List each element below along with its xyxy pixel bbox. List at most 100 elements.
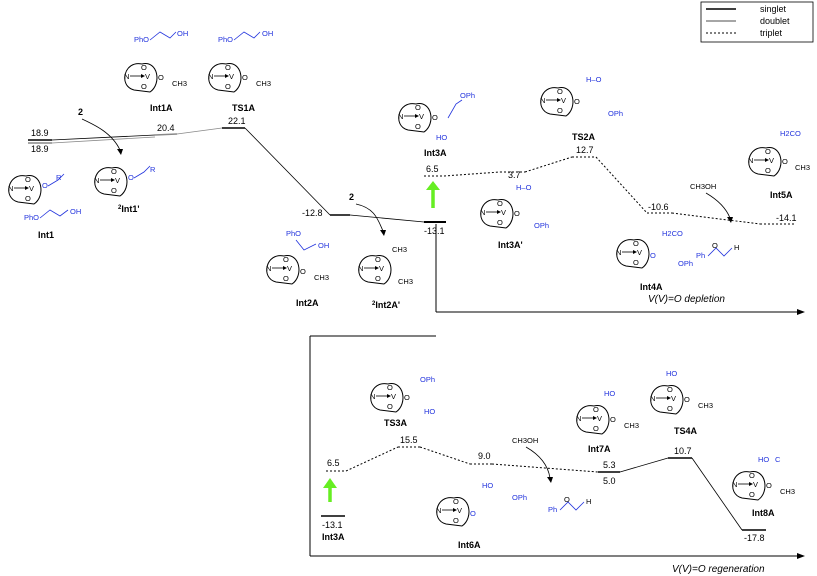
formaldehyde-label: H2CO [780, 129, 801, 138]
energy-value: 3.7 [508, 170, 521, 180]
oxygen-label: O [574, 97, 580, 106]
carbon-label: C [775, 455, 781, 464]
top-energy-levels [28, 127, 805, 315]
oxygen-label: O [128, 173, 134, 182]
methyl-label: CH3 [256, 79, 271, 88]
oxygen-label: O [158, 73, 164, 82]
energy-value: 18.9 [31, 144, 49, 154]
hydroxyl-label: HO [666, 369, 677, 378]
energy-value: -17.8 [744, 533, 765, 543]
legend: singlet doublet triplet [700, 1, 814, 43]
energy-value: 5.3 [603, 460, 616, 470]
energy-value: 6.5 [327, 458, 340, 468]
methanol-label: CH3OH [690, 182, 716, 191]
int2a-structure: PhO OH O CH3 Int2A [265, 229, 329, 308]
phenoxy-label: OPh [420, 375, 435, 384]
methyl-label: CH3 [398, 277, 413, 286]
phenoxy-label: PhO [286, 229, 301, 238]
hydrogen-label: H [734, 243, 739, 252]
oxygen-label: O [470, 509, 476, 518]
energy-value: 9.0 [478, 451, 491, 461]
energy-value: -10.6 [648, 202, 669, 212]
ts2a-label: TS2A [572, 132, 596, 142]
hydrogen-label: H [586, 497, 591, 506]
legend-doublet: doublet [760, 16, 790, 26]
oxygen-label: O [300, 267, 306, 276]
label-superscript: 2 [118, 205, 122, 211]
int4a-label: Int4A [640, 282, 663, 292]
energy-value: 20.4 [157, 123, 175, 133]
top-energy-values: 18.9 18.9 20.4 22.1 -12.8 -13.1 6.5 3.7 … [31, 116, 797, 236]
reagent-arrows: 2 2 CH3OH [78, 107, 733, 236]
ts1a-structure: PhO OH O CH3 TS1A [207, 29, 273, 113]
energy-value: 12.7 [576, 145, 594, 155]
phenoxy-label: PhO [218, 35, 233, 44]
int2a-prime-label: 2Int2A' [372, 300, 400, 310]
depletion-axis-label: V(V)=O depletion [648, 294, 725, 305]
hydroxyl-label: OH [177, 29, 188, 38]
oxygen-label: O [782, 157, 788, 166]
ts1a-label: TS1A [232, 103, 256, 113]
label-superscript: 2 [372, 301, 376, 307]
int1a-structure: PhO OH O CH3 Int1A [123, 29, 188, 113]
reagent-2-label: 2 [349, 192, 354, 202]
oxygen-label: O [564, 495, 570, 504]
bottom-energy-values: 6.5 -13.1 15.5 9.0 5.3 5.0 10.7 -17.8 [322, 435, 765, 543]
int1-prime-structure: O R 2Int1' [93, 165, 156, 214]
energy-value: -13.1 [424, 226, 445, 236]
legend-singlet: singlet [760, 4, 787, 14]
int1a-label: Int1A [150, 103, 173, 113]
oxygen-label: O [712, 241, 718, 250]
bottom-methanol-arrow: CH3OH [512, 436, 553, 483]
int8a-structure: HO C O CH3 Int8A [731, 455, 795, 518]
oxygen-label: O [610, 415, 616, 424]
phenyl-formate-bottom: Ph O H [548, 495, 591, 514]
ts3a-label: TS3A [384, 418, 408, 428]
ts3a-structure: OPh O HO TS3A [369, 375, 435, 428]
energy-value: -13.1 [322, 520, 343, 530]
oxygen-label: O [514, 209, 520, 218]
methyl-label: CH3 [624, 421, 639, 430]
int1-prime-label: 2Int1' [118, 204, 139, 214]
legend-triplet: triplet [760, 28, 783, 38]
hydroxyl-label: HO [482, 481, 493, 490]
hydroxyl-label: H–O [586, 75, 602, 84]
methyl-label: CH3 [392, 245, 407, 254]
int2a-prime-structure: CH3 CH3 2Int2A' [357, 245, 413, 310]
hydroxyl-label: HO [424, 407, 435, 416]
phenyl-label: Ph [696, 251, 705, 260]
int3a-label: Int3A [424, 148, 447, 158]
phenoxy-label: OPh [678, 259, 693, 268]
phenoxy-label: PhO [134, 35, 149, 44]
int2a-label: Int2A [296, 298, 319, 308]
int3a-structure: OPh O HO Int3A [397, 91, 475, 158]
int5a-structure: H2CO O CH3 Int5A [747, 129, 810, 200]
hydroxyl-label: OH [70, 207, 81, 216]
label-text: Int2A' [375, 300, 400, 310]
methyl-label: CH3 [780, 487, 795, 496]
ts2a-structure: H–O O OPh TS2A [539, 75, 623, 142]
methanol-label: CH3OH [512, 436, 538, 445]
r-group-label: R [150, 165, 156, 174]
oxygen-label: O [242, 73, 248, 82]
hydroxyl-label: OH [262, 29, 273, 38]
int3a-prime-label: Int3A' [498, 240, 523, 250]
int7a-structure: HO O CH3 Int7A [575, 389, 639, 454]
int6a-structure: HO O OPh Int6A [435, 481, 527, 550]
energy-value: 10.7 [674, 446, 692, 456]
int4a-structure: H2CO O OPh Int4A [615, 229, 693, 292]
phenoxy-label: OPh [534, 221, 549, 230]
phenoxy-label: PhO [24, 213, 39, 222]
hydroxyl-label: HO [758, 455, 769, 464]
int3a-bottom-label: Int3A [322, 532, 345, 542]
oxygen-label: O [404, 393, 410, 402]
hydroxyl-label: HO [436, 133, 447, 142]
energy-value: 6.5 [426, 164, 439, 174]
energy-value: 15.5 [400, 435, 418, 445]
hydroxyl-label: H–O [516, 183, 532, 192]
methyl-label: CH3 [795, 163, 810, 172]
int1-structure: O R PhO OH Int1 [7, 173, 81, 240]
regeneration-axis-label: V(V)=O regeneration [672, 564, 765, 575]
oxygen-label: O [650, 251, 656, 260]
reagent-2-label: 2 [78, 107, 83, 117]
